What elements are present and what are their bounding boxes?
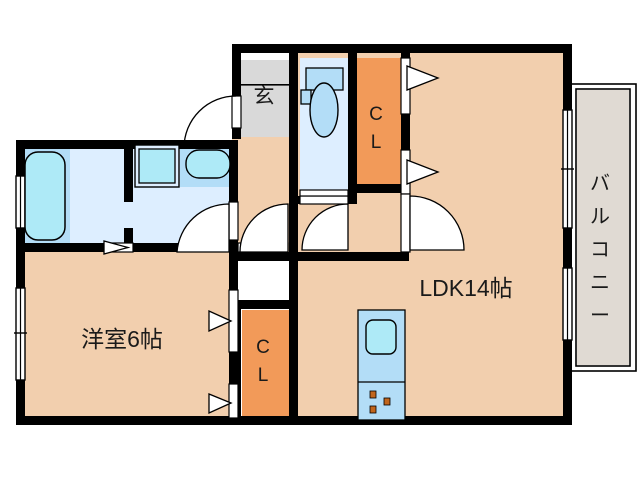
bathtub	[24, 151, 66, 241]
wall-right-lower	[563, 340, 572, 425]
wall-closet-lower-top	[232, 300, 298, 309]
closet-upper-door-top[interactable]	[400, 57, 440, 115]
toilet-door[interactable]	[299, 195, 349, 251]
label-balcony: バ ル コ ニ ー	[590, 173, 610, 327]
kitchen-sink	[365, 319, 397, 355]
stove-burners	[369, 390, 391, 414]
wall-toilet-right	[348, 52, 357, 204]
wall-right-upper	[563, 44, 572, 110]
western-room-door-top[interactable]	[208, 289, 239, 353]
closet-upper-fill	[355, 58, 403, 186]
western-room-door-bottom[interactable]	[208, 383, 239, 419]
wall-closet-lower-right	[289, 300, 298, 420]
label-western-room: 洋室6帖	[81, 326, 163, 352]
windows	[14, 109, 574, 381]
wall-genkan-left-bottom	[232, 127, 241, 139]
label-closet-lower-l: L	[258, 365, 269, 386]
genkan-floor	[240, 60, 294, 137]
wall-left-room-top	[16, 252, 25, 288]
label-closet-upper-c: C	[369, 104, 383, 125]
wall-washroom-right-top	[229, 140, 238, 202]
wall-ldk-partition	[289, 252, 409, 261]
toilet	[299, 67, 349, 197]
label-balcony-char-4: ー	[590, 305, 610, 327]
balcony-window-lower	[562, 267, 573, 341]
label-genkan: 玄	[254, 85, 275, 108]
wall-hall-bottom	[232, 252, 294, 261]
closet-lower-fill	[242, 310, 289, 420]
wall-closet-upper-right	[401, 52, 410, 192]
kitchen-counter	[357, 309, 406, 421]
wall-left-bath-top	[16, 140, 25, 176]
wall-top-right	[232, 44, 572, 53]
wall-bath-washroom	[124, 140, 133, 202]
wall-bath-washroom-lower	[124, 228, 133, 252]
genkan-door[interactable]	[183, 95, 242, 149]
vanity-sink	[185, 149, 231, 179]
bath-door[interactable]	[103, 240, 134, 255]
balcony-floor	[577, 90, 629, 365]
swing-doors	[176, 95, 465, 253]
wall-bottom	[16, 416, 572, 425]
ldk-entry-door[interactable]	[400, 193, 465, 253]
wall-genkan-left-top	[232, 44, 241, 96]
fixtures	[24, 67, 406, 421]
western-room-window	[14, 287, 27, 381]
wall-ldk-left-upper	[289, 196, 298, 256]
label-balcony-char-2: コ	[590, 239, 610, 261]
wall-western-right-a	[229, 252, 238, 290]
balcony-window-upper	[561, 109, 574, 229]
label-balcony-char-3: ニ	[590, 272, 610, 294]
wall-western-right-b	[229, 352, 238, 384]
room-labels: LDK14帖 洋室6帖 玄 C L C L バ ル コ ニ ー	[81, 85, 610, 386]
western-room-floor	[16, 252, 238, 420]
bath-window	[15, 175, 26, 229]
hall-to-western-door[interactable]	[237, 203, 289, 253]
wall-closet-upper-bottom	[348, 184, 410, 193]
washing-machine	[134, 144, 180, 188]
label-balcony-char-1: ル	[590, 206, 610, 228]
label-closet-lower-c: C	[256, 337, 270, 358]
washroom-door[interactable]	[176, 201, 239, 253]
wall-toilet-left	[289, 52, 298, 204]
wall-right-middle	[563, 228, 572, 268]
wall-left-room-bottom	[16, 380, 25, 425]
label-balcony-char-0: バ	[590, 173, 610, 195]
label-ldk: LDK14帖	[419, 275, 512, 301]
genkan-step-line	[240, 84, 294, 86]
label-closet-upper-l: L	[371, 132, 382, 153]
sliding-doors	[103, 57, 440, 419]
wall-hall-left	[229, 243, 238, 253]
